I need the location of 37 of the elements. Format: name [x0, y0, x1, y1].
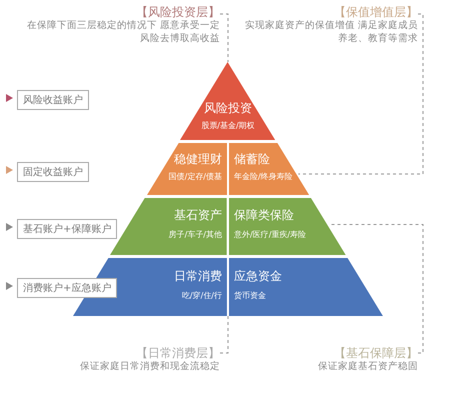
- pyramid-tier: [229, 258, 383, 316]
- layer-description: 在保障下面三层稳定的情况下 愿意承受一定风险去博取高收益: [26, 20, 220, 46]
- account-tag: 基石账户+保障账户: [17, 219, 118, 239]
- tier-title: 日常消费: [174, 270, 222, 283]
- account-tag: 固定收益账户: [17, 162, 89, 182]
- pyramid-tier: [110, 198, 227, 255]
- tier-examples: 货币资金: [234, 292, 266, 300]
- pyramid-tier: [73, 258, 227, 316]
- leader-line: [220, 316, 228, 354]
- pyramid-tier: [146, 143, 227, 195]
- pyramid-tier: [229, 198, 346, 255]
- tier-title: 应急资金: [234, 270, 282, 283]
- account-tag: 风险收益账户: [17, 90, 89, 110]
- layer-description: 保证家庭基石资产稳固: [317, 361, 418, 374]
- tier-examples: 吃/穿/住/行: [182, 292, 222, 300]
- leader-line: [298, 14, 424, 174]
- leader-line: [328, 224, 424, 354]
- account-tag: 消费账户+应急账户: [17, 278, 118, 298]
- tier-title: 储蓄险: [234, 153, 270, 167]
- layer-description: 保证家庭日常消费和现金流稳定: [79, 361, 220, 374]
- leader-line: [220, 14, 228, 62]
- pyramid-tier: [180, 62, 276, 140]
- tier-title: 基石资产: [174, 209, 222, 223]
- layer-heading: 【基石保障层】: [333, 345, 418, 361]
- tier-examples: 股票/基金/期权: [200, 122, 256, 131]
- tier-title: 风险投资: [202, 102, 253, 116]
- tier-examples: 国债/定存/债基: [168, 173, 222, 182]
- tier-examples: 意外/医疗/重疾/寿险: [234, 231, 306, 240]
- layer-heading: 【风险投资层】: [135, 4, 220, 20]
- tier-title: 稳健理财: [174, 153, 222, 167]
- layer-heading: 【日常消费层】: [135, 345, 220, 361]
- tier-title: 保障类保险: [234, 209, 294, 223]
- pyramid-tier: [229, 143, 310, 195]
- tier-examples: 年金险/终身寿险: [234, 173, 293, 182]
- tier-examples: 房子/车子/其他: [168, 231, 222, 240]
- layer-heading: 【保值增值层】: [333, 4, 418, 20]
- layer-description: 实现家庭资产的保值增值 满足家庭成员养老、教育等需求: [244, 20, 418, 46]
